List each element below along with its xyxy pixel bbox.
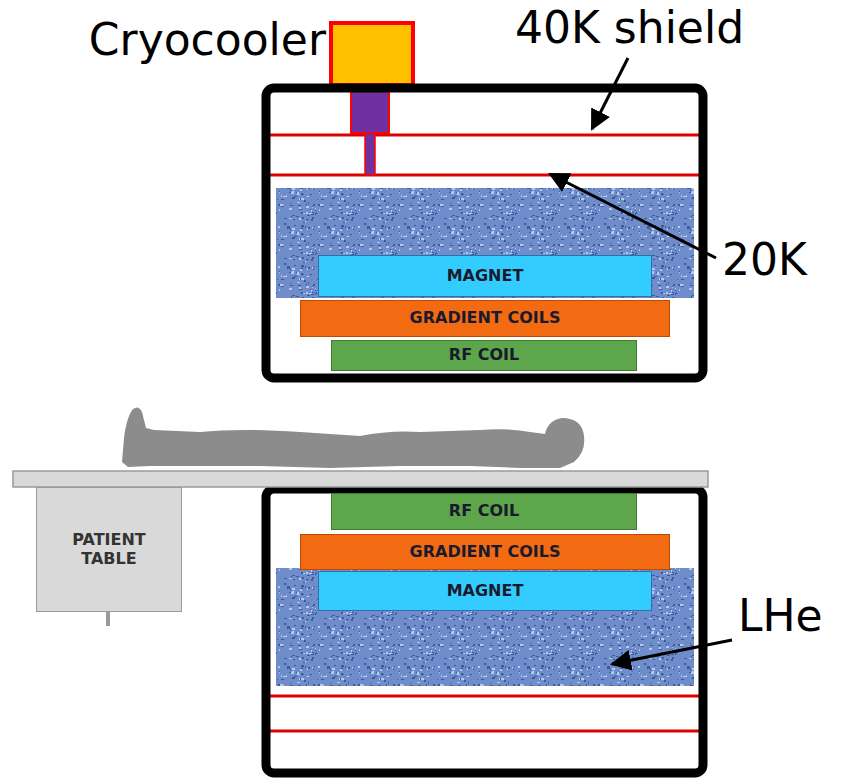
rf-coil-box: RF COIL: [331, 493, 637, 530]
shield-40k-line: [268, 730, 702, 733]
cryostat-housing: [266, 489, 703, 773]
table-leg: [106, 612, 110, 626]
cryocooler-head: [331, 23, 413, 85]
node-label: GRADIENT COILS: [410, 543, 561, 561]
leader-line: [592, 58, 628, 129]
gradient-coil-box: GRADIENT COILS: [300, 300, 670, 337]
magnet-box: MAGNET: [318, 571, 652, 611]
patient-table-base: PATIENT TABLE: [36, 487, 182, 612]
shield-20k-line: [268, 695, 702, 698]
node-label: RF COIL: [449, 502, 519, 520]
node-label: MAGNET: [447, 267, 524, 285]
gradient-coil-box: GRADIENT COILS: [300, 534, 670, 570]
part-label: 20K: [722, 236, 807, 284]
node-label: RF COIL: [449, 346, 519, 364]
helium-bath: [276, 188, 694, 298]
part-label: Cryocooler: [89, 16, 326, 64]
cold-stage-1: [351, 87, 389, 133]
cryostat-housing: [266, 88, 703, 378]
shield-40k-line: [268, 134, 702, 137]
node-label: GRADIENT COILS: [410, 309, 561, 327]
part-label: LHe: [738, 592, 823, 640]
shield-20k-line: [268, 174, 702, 177]
cold-stage-2: [365, 133, 375, 175]
magnet-box: MAGNET: [318, 255, 652, 297]
helium-bath: [276, 568, 694, 686]
leader-line: [612, 640, 732, 664]
table-top: [13, 471, 708, 487]
rf-coil-box: RF COIL: [331, 340, 637, 371]
part-label: 40K shield: [515, 4, 744, 52]
node-label: MAGNET: [447, 582, 524, 600]
leader-line: [550, 174, 716, 258]
node-label: PATIENT TABLE: [54, 531, 164, 568]
patient-silhouette: [122, 407, 584, 468]
